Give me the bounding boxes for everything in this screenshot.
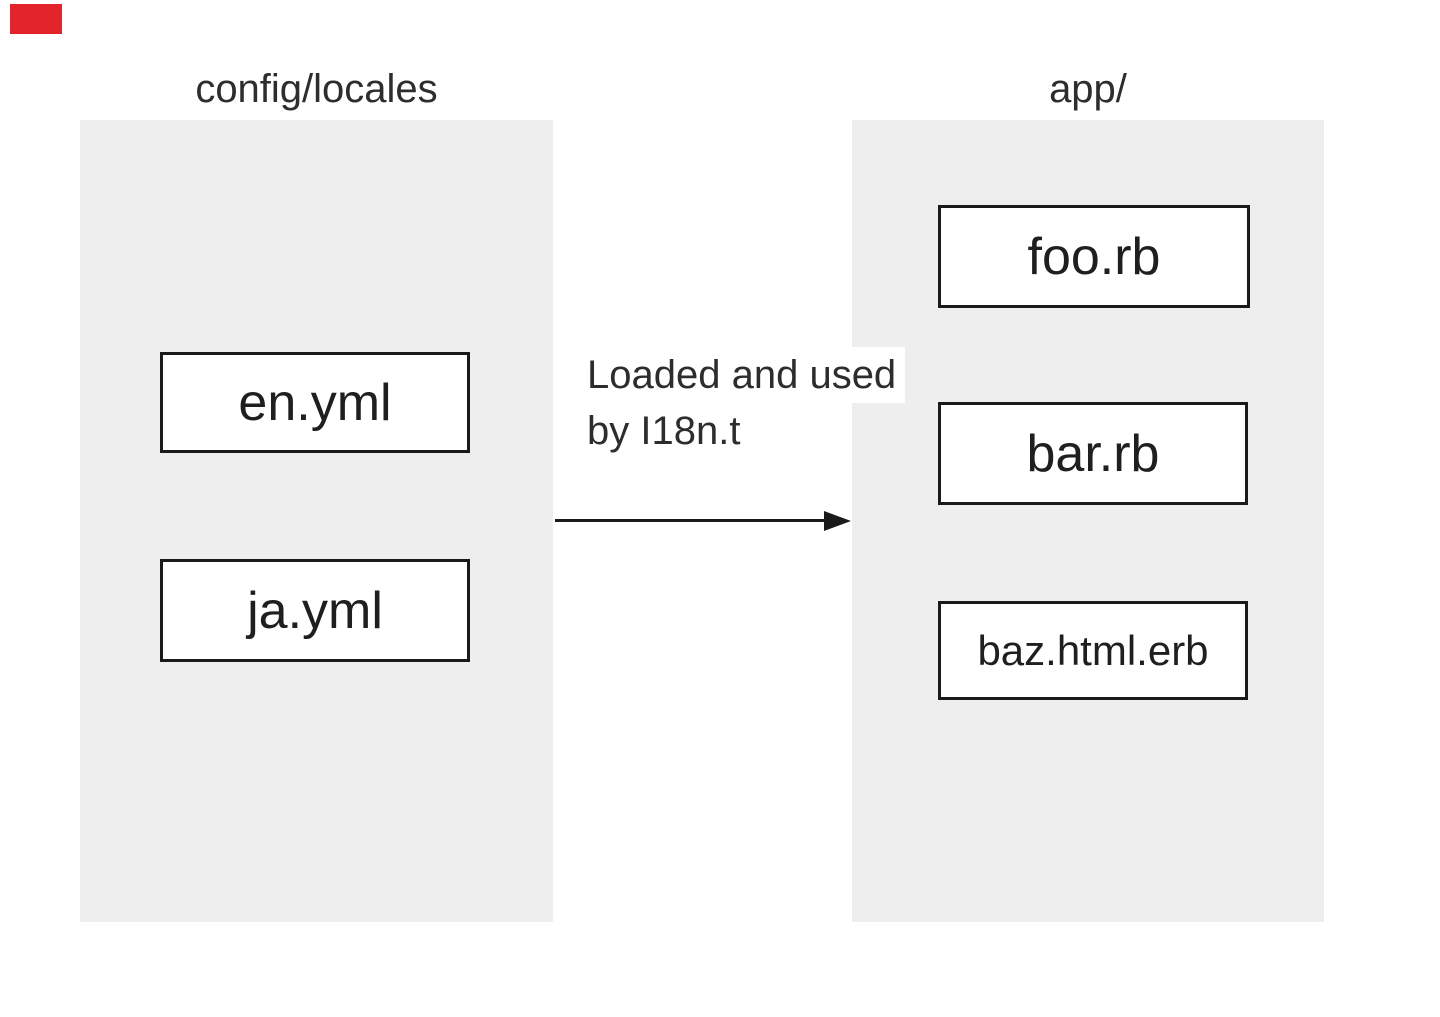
file-label-bar-rb: bar.rb <box>1026 424 1160 483</box>
locales-panel-title: config/locales <box>195 67 438 111</box>
arrow-label-line1: Loaded and used <box>578 347 906 403</box>
file-label-ja-yml: ja.yml <box>247 581 383 640</box>
arrow-label: Loaded and used by I18n.t <box>578 347 906 459</box>
file-box-baz-html-erb: baz.html.erb <box>938 601 1248 700</box>
file-label-en-yml: en.yml <box>238 373 392 432</box>
file-box-bar-rb: bar.rb <box>938 402 1248 505</box>
app-panel-title: app/ <box>1049 67 1127 111</box>
locales-panel <box>80 120 553 922</box>
file-box-foo-rb: foo.rb <box>938 205 1250 308</box>
red-marker <box>10 4 62 34</box>
arrow-line <box>555 519 828 522</box>
file-box-ja-yml: ja.yml <box>160 559 470 662</box>
file-label-baz-html-erb: baz.html.erb <box>977 626 1209 674</box>
arrow-head-icon <box>824 511 851 531</box>
file-box-en-yml: en.yml <box>160 352 470 453</box>
arrow-label-line2: by I18n.t <box>578 403 750 459</box>
file-label-foo-rb: foo.rb <box>1027 227 1161 286</box>
